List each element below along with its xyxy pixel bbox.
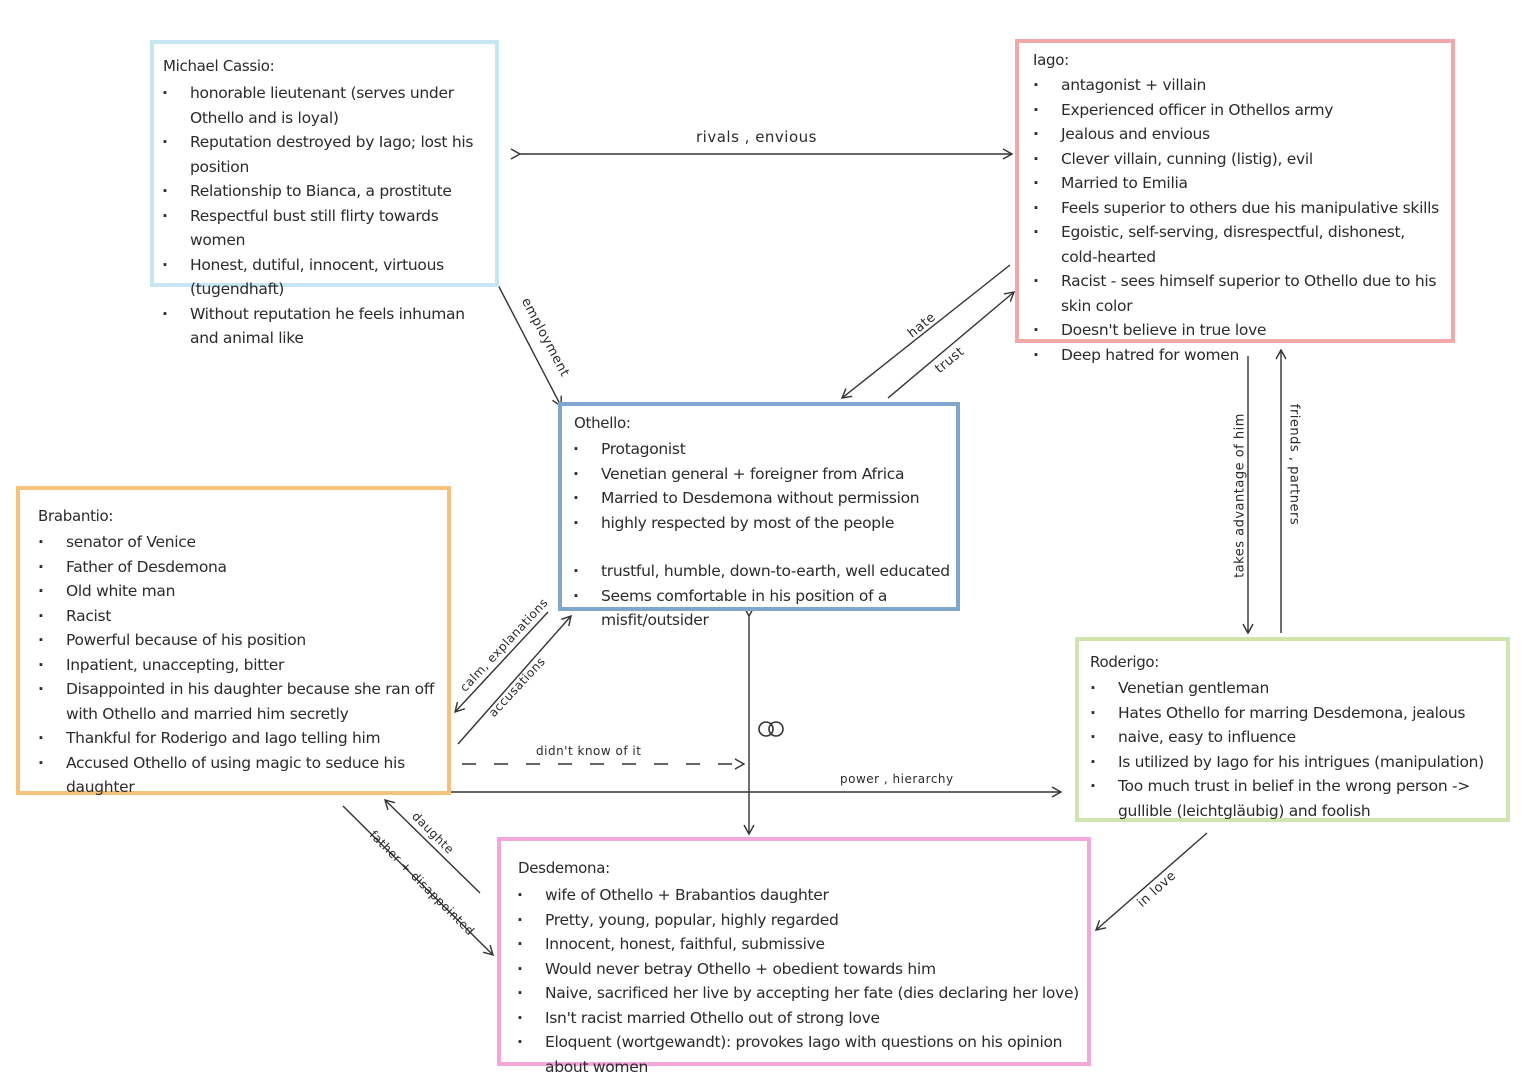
label-power: power , hierarchy — [840, 772, 954, 786]
list-item: Deep hatred for women — [1033, 343, 1445, 368]
arrow-father — [342, 805, 495, 957]
list-item: Disappointed in his daughter because she… — [38, 677, 438, 726]
card-desdemona: Desdemona: wife of Othello + Brabantios … — [497, 837, 1091, 1076]
trait-list: Venetian gentleman Hates Othello for mar… — [1090, 676, 1504, 823]
trait-list: antagonist + villain Experienced officer… — [1033, 73, 1445, 367]
list-item: highly respected by most of the people — [573, 511, 959, 536]
card-othello: Othello: Protagonist Venetian general + … — [558, 402, 960, 629]
list-item: Venetian gentleman — [1090, 676, 1504, 701]
list-item: Too much trust in belief in the wrong pe… — [1090, 774, 1504, 823]
list-item: Clever villain, cunning (listig), evil — [1033, 147, 1445, 172]
trait-list: Protagonist Venetian general + foreigner… — [573, 437, 959, 633]
arrow-employment — [488, 272, 562, 408]
list-item: Seems comfortable in his position of a m… — [573, 584, 959, 633]
list-item: Feels superior to others due his manipul… — [1033, 196, 1445, 221]
card-title: Iago: — [1033, 51, 1069, 69]
list-item: Venetian general + foreigner from Africa — [573, 462, 959, 487]
rings-icon — [758, 721, 784, 737]
arrow-calm — [454, 611, 549, 714]
list-item: honorable lieutenant (serves under Othel… — [162, 81, 492, 130]
list-item: Is utilized by Iago for his intrigues (m… — [1090, 750, 1504, 775]
list-item: Married to Emilia — [1033, 171, 1445, 196]
label-friends: friends , partners — [1286, 403, 1302, 526]
arrow-daughter — [383, 798, 481, 894]
list-item: Pretty, young, popular, highly regarded — [517, 908, 1085, 933]
list-item: Hates Othello for marring Desdemona, jea… — [1090, 701, 1504, 726]
card-iago: Iago: antagonist + villain Experienced o… — [1015, 39, 1455, 367]
list-item: Eloquent (wortgewandt): provokes Iago wi… — [517, 1030, 1085, 1079]
list-item: Old white man — [38, 579, 438, 604]
list-item: Naive, sacrificed her live by accepting … — [517, 981, 1085, 1006]
list-item: Would never betray Othello + obedient to… — [517, 957, 1085, 982]
list-item: Father of Desdemona — [38, 555, 438, 580]
list-item: Doesn't believe in true love — [1033, 318, 1445, 343]
list-item: trustful, humble, down-to-earth, well ed… — [573, 559, 959, 584]
card-title: Othello: — [574, 414, 631, 432]
list-item: Married to Desdemona without permission — [573, 486, 959, 511]
list-item: Innocent, honest, faithful, submissive — [517, 932, 1085, 957]
list-item: Reputation destroyed by Iago; lost his p… — [162, 130, 492, 179]
label-rivals: rivals , envious — [696, 128, 817, 146]
arrow-trust — [887, 291, 1016, 399]
list-item: naive, easy to influence — [1090, 725, 1504, 750]
list-item: Accused Othello of using magic to seduce… — [38, 751, 438, 800]
list-item: antagonist + villain — [1033, 73, 1445, 98]
list-item: Honest, dutiful, innocent, virtuous (tug… — [162, 253, 492, 302]
arrow-hate — [840, 264, 1011, 399]
list-item: Jealous and envious — [1033, 122, 1445, 147]
list-item: Racist - sees himself superior to Othell… — [1033, 269, 1445, 318]
list-item: Isn't racist married Othello out of stro… — [517, 1006, 1085, 1031]
label-didnt-know: didn't know of it — [536, 744, 642, 758]
card-title: Michael Cassio: — [163, 57, 275, 75]
trait-list: wife of Othello + Brabantios daughter Pr… — [517, 883, 1085, 1079]
list-item: wife of Othello + Brabantios daughter — [517, 883, 1085, 908]
list-item: Powerful because of his position — [38, 628, 438, 653]
list-item: Egoistic, self-serving, disrespectful, d… — [1033, 220, 1445, 269]
card-title: Roderigo: — [1090, 653, 1160, 671]
arrow-accusations — [457, 614, 572, 745]
card-cassio: Michael Cassio: honorable lieutenant (se… — [150, 40, 499, 347]
card-roderigo: Roderigo: Venetian gentleman Hates Othel… — [1075, 637, 1510, 822]
list-item: Respectful bust still flirty towards wom… — [162, 204, 492, 253]
list-spacer — [573, 535, 959, 559]
list-item: Racist — [38, 604, 438, 629]
card-title: Desdemona: — [518, 859, 610, 877]
label-takes-advantage: takes advantage of him — [1232, 413, 1248, 578]
list-item: Inpatient, unaccepting, bitter — [38, 653, 438, 678]
card-brabantio: Brabantio: senator of Venice Father of D… — [16, 486, 451, 796]
arrow-in-love — [1094, 832, 1208, 931]
list-item: senator of Venice — [38, 530, 438, 555]
list-item: Protagonist — [573, 437, 959, 462]
trait-list: honorable lieutenant (serves under Othel… — [162, 81, 492, 351]
list-item: Relationship to Bianca, a prostitute — [162, 179, 492, 204]
trait-list: senator of Venice Father of Desdemona Ol… — [38, 530, 438, 800]
list-item: Without reputation he feels inhuman and … — [162, 302, 492, 351]
list-item: Experienced officer in Othellos army — [1033, 98, 1445, 123]
card-title: Brabantio: — [38, 507, 114, 525]
list-item: Thankful for Roderigo and Iago telling h… — [38, 726, 438, 751]
